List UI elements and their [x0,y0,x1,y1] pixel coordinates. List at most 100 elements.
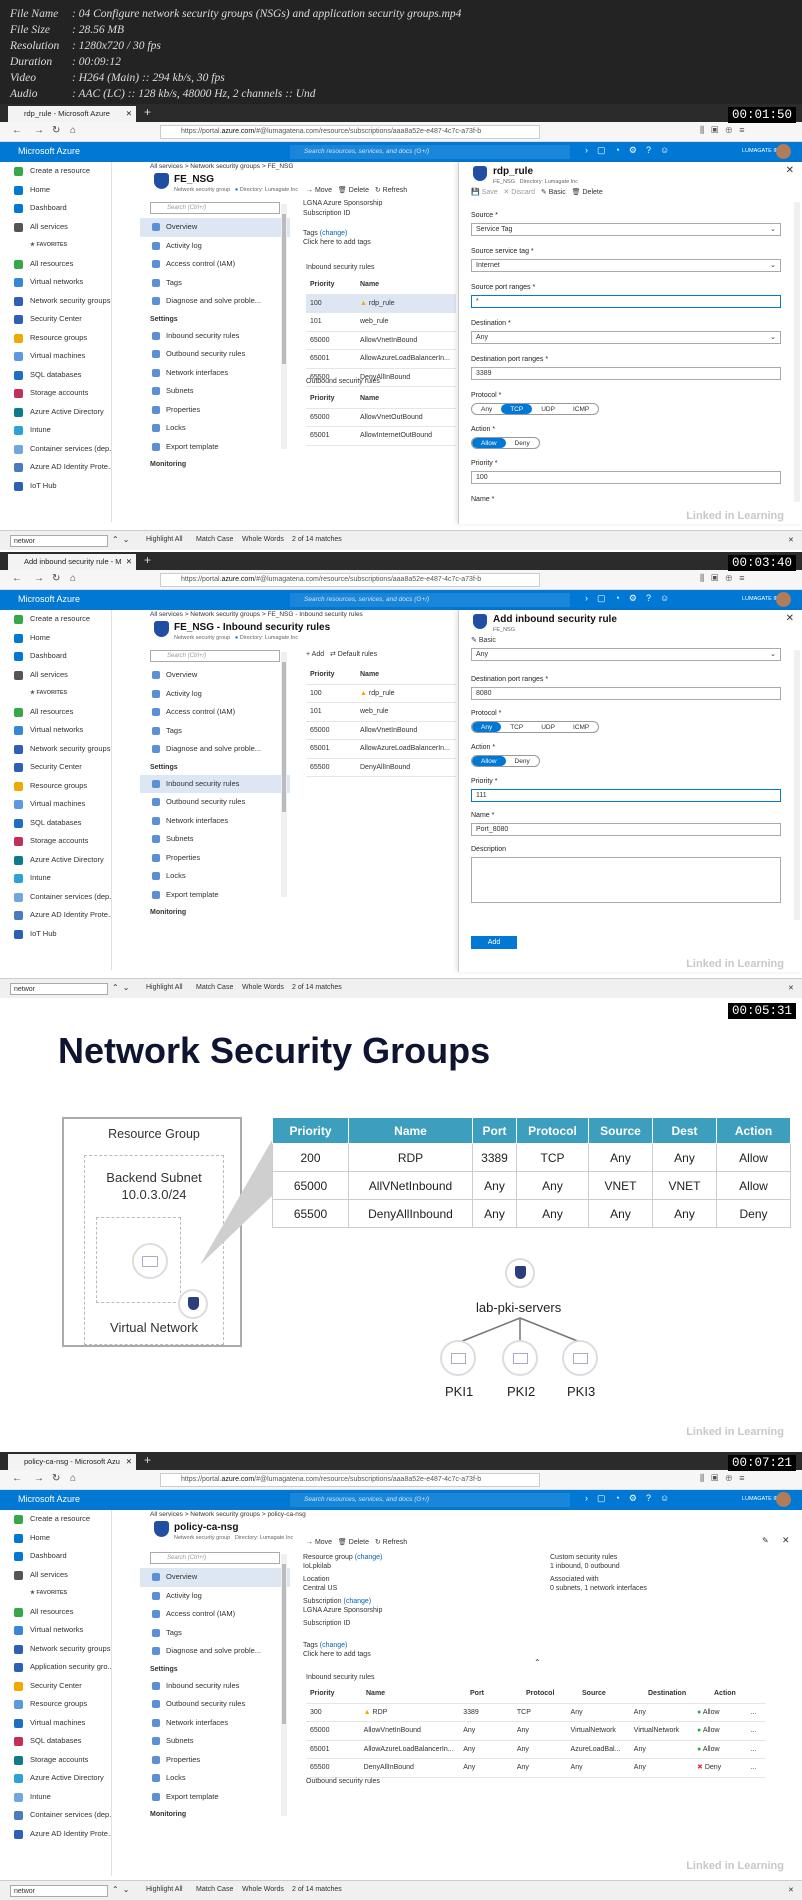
menu-item-overview[interactable]: Overview [140,1568,290,1587]
find-arrows[interactable]: ⌃⌄ [112,535,134,544]
menu-item-outbound-security-rules[interactable]: Outbound security rules [140,1695,290,1714]
menu-item-tags[interactable]: Tags [140,274,290,293]
sidebar-item-network-security-groups[interactable]: Network security groups [0,740,111,759]
sidebar-item-application-security-gro[interactable]: Application security gro... [0,1658,111,1677]
sidebar-item-azure-ad-identity-prote[interactable]: Azure AD Identity Prote... [0,906,111,925]
sidebar-item-sql-databases[interactable]: SQL databases [0,366,111,385]
option-icmp[interactable]: ICMP [572,406,590,413]
destination-port-input[interactable]: 3389 [471,367,781,380]
sidebar-item-network-security-groups[interactable]: Network security groups [0,1640,111,1659]
browser-tab[interactable]: rdp_rule - Microsoft Azure✕ [8,106,136,122]
new-tab-icon[interactable]: + [144,553,152,567]
option-any[interactable]: Any [481,406,493,413]
sidebar-item-all-resources[interactable]: All resources [0,255,111,274]
avatar[interactable] [776,592,791,607]
sidebar-item-create-a-resource[interactable]: Create a resource [0,162,111,181]
home-icon[interactable]: ⌂ [70,125,77,136]
pin-icon[interactable]: ✎ [762,1536,769,1545]
url-field[interactable]: https://portal.azure.com/#@lumagatena.co… [160,573,540,587]
sidebar-item-virtual-networks[interactable]: Virtual networks [0,721,111,740]
sidebar-item-azure-active-directory[interactable]: Azure Active Directory [0,1769,111,1788]
option-deny[interactable]: Deny [514,758,530,765]
menu-item-outbound-security-rules[interactable]: Outbound security rules [140,345,290,364]
sidebar-item-storage-accounts[interactable]: Storage accounts [0,384,111,403]
sidebar-item-container-services-dep[interactable]: Container services (dep... [0,440,111,459]
destination-select[interactable]: Any⌄ [471,331,781,344]
sidebar-item-resource-groups[interactable]: Resource groups [0,329,111,348]
option-allow[interactable]: Allow [472,438,506,448]
menu-item-subnets[interactable]: Subnets [140,830,290,849]
sidebar-item-intune[interactable]: Intune [0,869,111,888]
sidebar-item-dashboard[interactable]: Dashboard [0,647,111,666]
topbar-icons[interactable]: ›▢◔⚙?☺ [585,593,679,603]
back-icon[interactable]: ← [12,573,22,584]
sidebar-item-all-resources[interactable]: All resources [0,1603,111,1622]
menu-item-network-interfaces[interactable]: Network interfaces [140,1714,290,1733]
url-field[interactable]: https://portal.azure.com/#@lumagatena.co… [160,125,540,139]
more-icon[interactable]: ... [750,1764,757,1771]
breadcrumb-item[interactable]: Network security groups [190,611,262,618]
sidebar-item-security-center[interactable]: Security Center [0,758,111,777]
sidebar-item-virtual-machines[interactable]: Virtual machines [0,347,111,366]
subscription-link[interactable]: LGNA Azure Sponsorship [303,1607,383,1614]
menu-item-overview[interactable]: Overview [140,666,290,685]
browser-tab[interactable]: policy-ca-nsg - Microsoft Azu✕ [8,1454,136,1470]
close-icon[interactable]: ✕ [785,165,794,176]
breadcrumb-item[interactable]: Network security groups [190,163,262,170]
sidebar-item-home[interactable]: Home [0,181,111,200]
default-rules-button[interactable]: ⇄ Default rules [329,651,378,658]
match-case[interactable]: Match Case [196,1886,234,1893]
menu-item-tags[interactable]: Tags [140,1624,290,1643]
refresh-button[interactable]: ↻ Refresh [374,1539,408,1546]
menu-item-inbound-security-rules[interactable]: Inbound security rules [140,327,290,346]
global-search[interactable]: Search resources, services, and docs (G+… [290,1493,570,1507]
blade-scrollbar[interactable] [794,650,800,920]
global-search[interactable]: Search resources, services, and docs (G+… [290,145,570,159]
browser-toolbar-icons[interactable]: ⫼▣⊕≡ [700,1473,752,1483]
sidebar-item-create-a-resource[interactable]: Create a resource [0,1510,111,1529]
menu-item-inbound-security-rules[interactable]: Inbound security rules [140,1677,290,1696]
sidebar-item-security-center[interactable]: Security Center [0,1677,111,1696]
find-input[interactable]: networ [10,1885,108,1897]
tags-change-link[interactable]: (change) [319,1642,348,1649]
highlight-all[interactable]: Highlight All [146,1886,183,1893]
home-icon[interactable]: ⌂ [70,1473,77,1484]
sidebar-item-intune[interactable]: Intune [0,1788,111,1807]
close-icon[interactable]: ✕ [125,109,132,118]
menu-item-overview[interactable]: Overview [140,218,290,237]
menu-item-diagnose-and-solve-proble[interactable]: Diagnose and solve proble... [140,292,290,311]
discard-button[interactable]: ✕ Discard [503,189,536,196]
sidebar-item-all-resources[interactable]: All resources [0,703,111,722]
sidebar-item-virtual-machines[interactable]: Virtual machines [0,1714,111,1733]
sidebar-item-virtual-networks[interactable]: Virtual networks [0,273,111,292]
whole-words[interactable]: Whole Words [242,1886,284,1893]
find-arrows[interactable]: ⌃⌄ [112,983,134,992]
option-tcp[interactable]: TCP [501,404,533,414]
menu-search[interactable]: Search (Ctrl+/) [150,202,280,214]
menu-item-subnets[interactable]: Subnets [140,1732,290,1751]
highlight-all[interactable]: Highlight All [146,536,183,543]
sidebar-item-security-center[interactable]: Security Center [0,310,111,329]
browser-tab[interactable]: Add inbound security rule - M✕ [8,554,136,570]
find-input[interactable]: networ [10,983,108,995]
sidebar-item-azure-ad-identity-prote[interactable]: Azure AD Identity Prote... [0,458,111,477]
menu-search[interactable]: Search (Ctrl+/) [150,650,280,662]
match-case[interactable]: Match Case [196,536,234,543]
forward-icon[interactable]: → [34,573,44,584]
destination-select[interactable]: Any⌄ [471,648,781,661]
menu-item-subnets[interactable]: Subnets [140,382,290,401]
menu-item-locks[interactable]: Locks [140,1769,290,1788]
url-field[interactable]: https://portal.azure.com/#@lumagatena.co… [160,1473,540,1487]
forward-icon[interactable]: → [34,125,44,136]
sidebar-item-all-services[interactable]: All services [0,666,111,685]
menu-item-locks[interactable]: Locks [140,867,290,886]
more-icon[interactable]: ... [750,1727,757,1734]
